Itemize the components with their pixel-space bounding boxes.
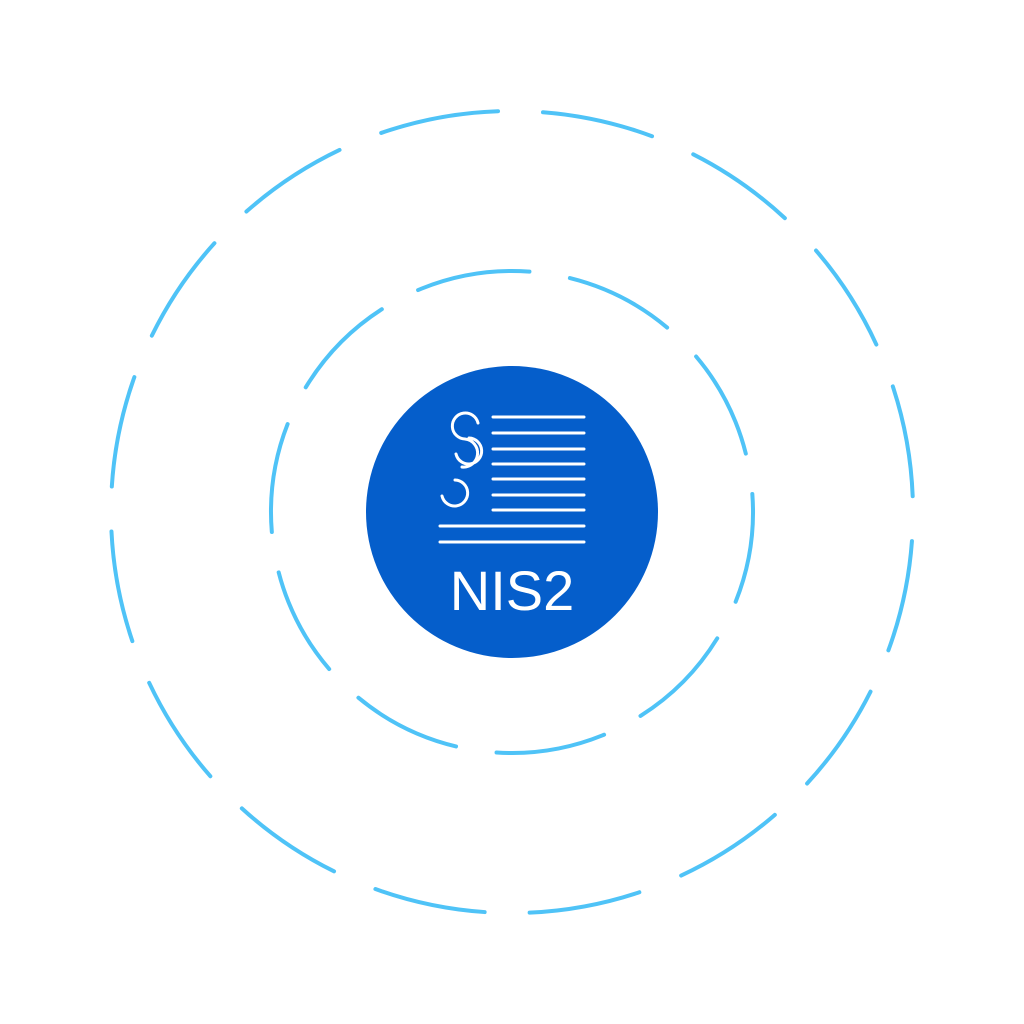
paragraph-document-icon (438, 411, 586, 544)
outer-dashed-ring (109, 109, 915, 916)
center-badge (366, 366, 658, 658)
inner-dashed-ring (269, 269, 755, 755)
center-label: NIS2 (450, 559, 575, 622)
